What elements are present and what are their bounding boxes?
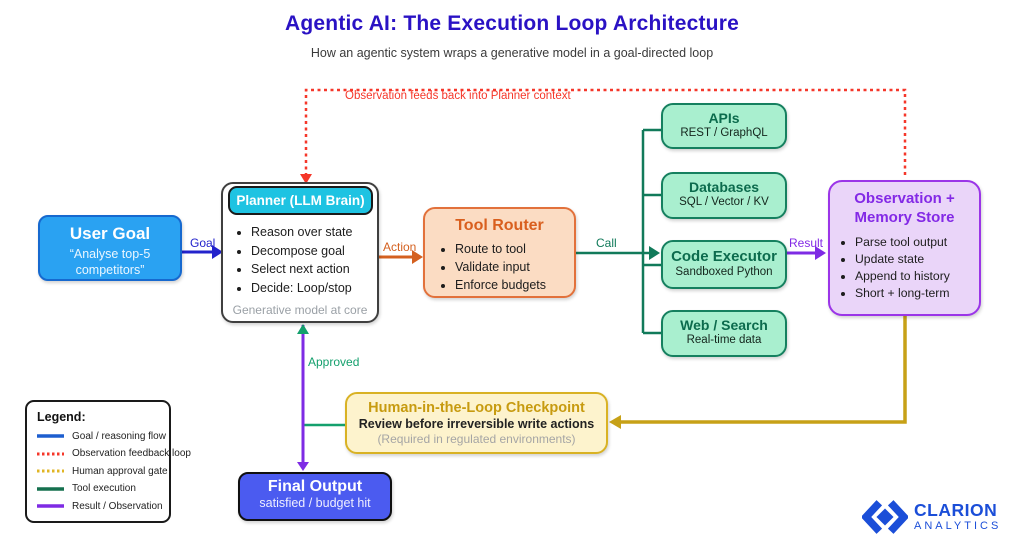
approved-arrowhead-icon bbox=[297, 324, 309, 334]
tool-router-bullet: Enforce budgets bbox=[455, 277, 574, 295]
observation-bullet: Parse tool output bbox=[855, 234, 979, 251]
observation-bullet-list: Parse tool output Update state Append to… bbox=[830, 234, 979, 302]
goal-arrowhead-icon bbox=[212, 245, 223, 259]
legend-item: Tool execution bbox=[37, 483, 159, 494]
hitl-line1: Review before irreversible write actions bbox=[358, 417, 595, 431]
hitl-line2: (Required in regulated environments) bbox=[377, 432, 576, 446]
tool-router-node: Tool Router Route to tool Validate input… bbox=[423, 207, 576, 298]
feedback-arrowhead-icon bbox=[300, 174, 312, 184]
legend-swatch-goal bbox=[37, 434, 64, 438]
planner-bullet-list: Reason over state Decompose goal Select … bbox=[223, 223, 377, 297]
web-search-title: Web / Search bbox=[680, 317, 768, 333]
call-arrowhead-icon bbox=[649, 246, 660, 260]
code-executor-node: Code Executor Sandboxed Python bbox=[661, 240, 787, 289]
observation-bullet: Update state bbox=[855, 251, 979, 268]
hitl-title: Human-in-the-Loop Checkpoint bbox=[368, 400, 585, 416]
legend-swatch-feedback bbox=[37, 452, 64, 455]
final-output-node: Final Output satisfied / budget hit bbox=[238, 472, 392, 521]
legend-item: Result / Observation bbox=[37, 501, 163, 512]
observation-memory-title: Observation + Memory Store bbox=[854, 190, 955, 226]
legend-swatch-result bbox=[37, 504, 64, 508]
legend-item: Observation feedback loop bbox=[37, 448, 191, 459]
clarion-logo-text: CLARION ANALYTICS bbox=[914, 499, 1002, 533]
databases-subtitle: SQL / Vector / KV bbox=[679, 196, 769, 208]
apis-node: APIs REST / GraphQL bbox=[661, 103, 787, 149]
result-arrowhead-icon bbox=[815, 246, 826, 260]
databases-title: Databases bbox=[688, 179, 760, 195]
tool-router-bullet: Route to tool bbox=[455, 241, 574, 259]
planner-title: Planner (LLM Brain) bbox=[228, 186, 373, 215]
planner-bullet: Select next action bbox=[251, 260, 377, 279]
legend-item: Human approval gate bbox=[37, 466, 168, 477]
final-output-title: Final Output bbox=[267, 478, 363, 495]
loop-exit-arrowhead-icon bbox=[297, 462, 309, 471]
final-output-subtitle: satisfied / budget hit bbox=[259, 496, 371, 510]
observation-bullet: Short + long-term bbox=[855, 285, 979, 302]
tool-router-bullet-list: Route to tool Validate input Enforce bud… bbox=[425, 241, 574, 294]
apis-subtitle: REST / GraphQL bbox=[680, 127, 768, 139]
legend-item-label: Result / Observation bbox=[72, 500, 163, 512]
legend-item-label: Tool execution bbox=[72, 483, 136, 494]
observation-memory-node: Observation + Memory Store Parse tool ou… bbox=[828, 180, 981, 316]
legend-item-label: Goal / reasoning flow bbox=[72, 430, 166, 442]
legend: Legend: Goal / reasoning flow Observatio… bbox=[25, 400, 191, 523]
observation-bullet: Append to history bbox=[855, 268, 979, 285]
planner-node: Planner (LLM Brain) Reason over state De… bbox=[221, 182, 379, 323]
approval-arrowhead-icon bbox=[609, 415, 621, 429]
feedback-loop-label: Observation feeds back into Planner cont… bbox=[345, 90, 571, 102]
feedback-loop-line bbox=[304, 88, 907, 176]
web-search-subtitle: Real-time data bbox=[686, 334, 762, 346]
web-search-node: Web / Search Real-time data bbox=[661, 310, 787, 357]
action-label: Action bbox=[383, 240, 417, 254]
legend-item-label: Human approval gate bbox=[72, 465, 168, 477]
legend-item: Goal / reasoning flow bbox=[37, 431, 166, 442]
page-title: Agentic AI: The Execution Loop Architect… bbox=[285, 12, 739, 35]
logo-name: CLARION bbox=[914, 499, 998, 520]
legend-swatch-approval bbox=[37, 469, 64, 473]
code-executor-title: Code Executor bbox=[671, 248, 777, 265]
clarion-logo-icon bbox=[862, 500, 908, 534]
action-arrowhead-icon bbox=[412, 250, 423, 264]
user-goal-subtitle: “Analyse top-5 competitors” bbox=[69, 247, 151, 278]
planner-bullet: Decompose goal bbox=[251, 242, 377, 261]
user-goal-node: User Goal “Analyse top-5 competitors” bbox=[38, 215, 182, 281]
call-label: Call bbox=[596, 236, 617, 250]
approval-gate-line bbox=[620, 316, 907, 424]
planner-bullet: Reason over state bbox=[251, 223, 377, 242]
legend-swatch-tool bbox=[37, 486, 64, 491]
goal-label: Goal bbox=[190, 236, 216, 250]
user-goal-title: User Goal bbox=[69, 224, 151, 243]
page-subtitle: How an agentic system wraps a generative… bbox=[310, 46, 714, 60]
apis-title: APIs bbox=[708, 110, 740, 126]
planner-footnote: Generative model at core bbox=[232, 303, 368, 317]
approved-line bbox=[301, 330, 346, 427]
tool-router-bullet: Validate input bbox=[455, 259, 574, 277]
tool-router-title: Tool Router bbox=[455, 217, 544, 234]
approved-label: Approved bbox=[308, 355, 360, 369]
hitl-checkpoint-node: Human-in-the-Loop Checkpoint Review befo… bbox=[345, 392, 608, 454]
databases-node: Databases SQL / Vector / KV bbox=[661, 172, 787, 219]
legend-title: Legend: bbox=[37, 410, 86, 424]
clarion-analytics-logo: CLARION ANALYTICS bbox=[862, 498, 1001, 536]
tool-trunk-line bbox=[641, 128, 661, 335]
logo-subname: ANALYTICS bbox=[914, 520, 1002, 533]
code-executor-subtitle: Sandboxed Python bbox=[675, 266, 773, 278]
legend-item-label: Observation feedback loop bbox=[72, 448, 191, 459]
planner-bullet: Decide: Loop/stop bbox=[251, 279, 377, 298]
result-label: Result bbox=[789, 236, 824, 250]
